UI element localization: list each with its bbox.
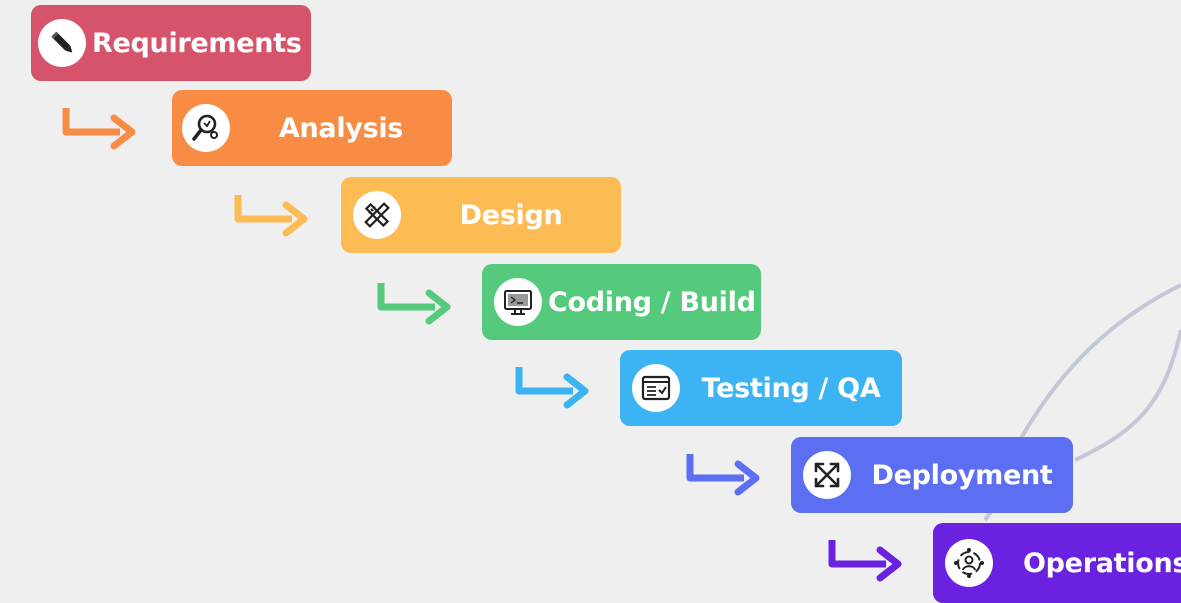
background-curve	[1018, 283, 1181, 441]
flow-arrow	[828, 538, 902, 582]
stage-label: Analysis	[278, 112, 404, 144]
expand-arrows-icon	[803, 451, 851, 499]
stage-coding-build: Coding / Build	[482, 264, 761, 340]
stage-deployment: Deployment	[791, 437, 1073, 513]
stage-operations: Operations	[933, 523, 1181, 603]
stage-label: Testing / QA	[701, 372, 881, 404]
stage-label: Operations	[1023, 547, 1181, 579]
magnifier-icon	[182, 104, 230, 152]
stage-testing-qa: Testing / QA	[620, 350, 902, 426]
stage-design: Design	[341, 177, 621, 253]
stage-label: Requirements	[92, 27, 302, 59]
flow-arrow	[377, 281, 451, 325]
stage-label: Coding / Build	[548, 286, 756, 318]
support-cycle-icon	[945, 539, 993, 587]
flow-arrow	[515, 365, 589, 409]
stage-requirements: Requirements	[31, 5, 311, 81]
flow-arrow	[62, 106, 136, 150]
stage-analysis: Analysis	[172, 90, 452, 166]
flow-arrow	[234, 193, 308, 237]
stage-label: Design	[459, 199, 563, 231]
checklist-icon	[632, 364, 680, 412]
background-curve	[1074, 329, 1181, 462]
pencil-icon	[38, 19, 86, 67]
monitor-code-icon	[494, 278, 542, 326]
flow-arrow	[686, 452, 760, 496]
stage-label: Deployment	[871, 459, 1053, 491]
ruler-pencil-icon	[353, 191, 401, 239]
